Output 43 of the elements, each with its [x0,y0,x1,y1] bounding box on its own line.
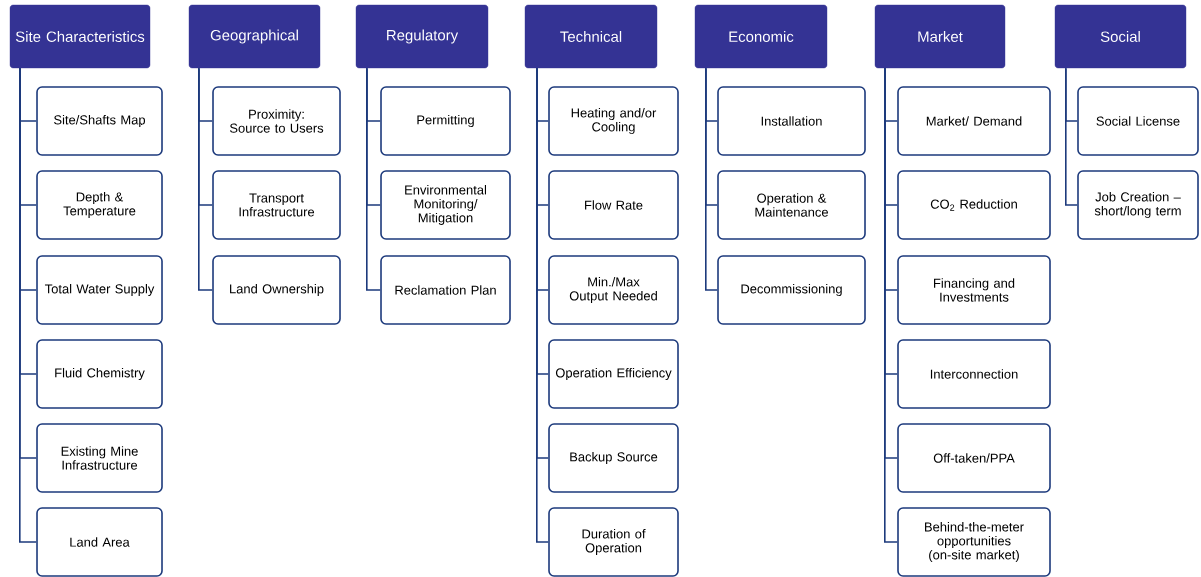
factor-box: Total Water Supply [36,255,163,325]
factor-box: CO$_{2}$ Reduction [897,170,1051,240]
factor-box: Job Creation – short/long term [1077,170,1199,240]
connector [705,67,718,291]
connector [198,67,213,291]
category-box: Social [1054,4,1187,69]
factor-box: Heating and/or Cooling [548,86,679,156]
factor-box: Backup Source [548,423,679,493]
factor-box: Land Ownership [212,255,341,325]
factor-box: Installation [717,86,866,156]
category-box: Economic [694,4,828,69]
category-box: Geographical [188,4,321,69]
factor-box: Market/ Demand [897,86,1051,156]
factor-box: Duration of Operation [548,507,679,577]
connector [366,67,381,291]
connector [19,67,37,543]
factor-box: Behind-the-meter opportunities (on-site market) [897,507,1051,577]
factor-box: Transport Infrastructure [212,170,341,240]
factor-box: Site/Shafts Map [36,86,163,156]
category-box: Technical [524,4,658,69]
factor-box: Permitting [380,86,511,156]
category-box: Regulatory [355,4,489,69]
category-box: Site Characteristics [9,4,151,69]
factor-box: Depth & Temperature [36,170,163,240]
factor-box: Fluid Chemistry [36,339,163,409]
factor-box: Proximity: Source to Users [212,86,341,156]
factor-box: Operation & Maintenance [717,170,866,240]
factor-box: Interconnection [897,339,1051,409]
connector [536,67,549,543]
factor-box: Land Area [36,507,163,577]
factor-box: Financing and Investments [897,255,1051,325]
factor-box: Social License [1077,86,1199,156]
connector [884,67,898,543]
factor-box: Existing Mine Infrastructure [36,423,163,493]
factor-box: Reclamation Plan [380,255,511,325]
connector [1065,67,1078,206]
factor-box: Off-taken/PPA [897,423,1051,493]
factor-box: Flow Rate [548,170,679,240]
factor-box: Environmental Monitoring/ Mitigation [380,170,511,240]
category-box: Market [874,4,1006,69]
factor-box: Decommissioning [717,255,866,325]
factor-box: Operation Efficiency [548,339,679,409]
factor-box: Min./Max Output Needed [548,255,679,325]
